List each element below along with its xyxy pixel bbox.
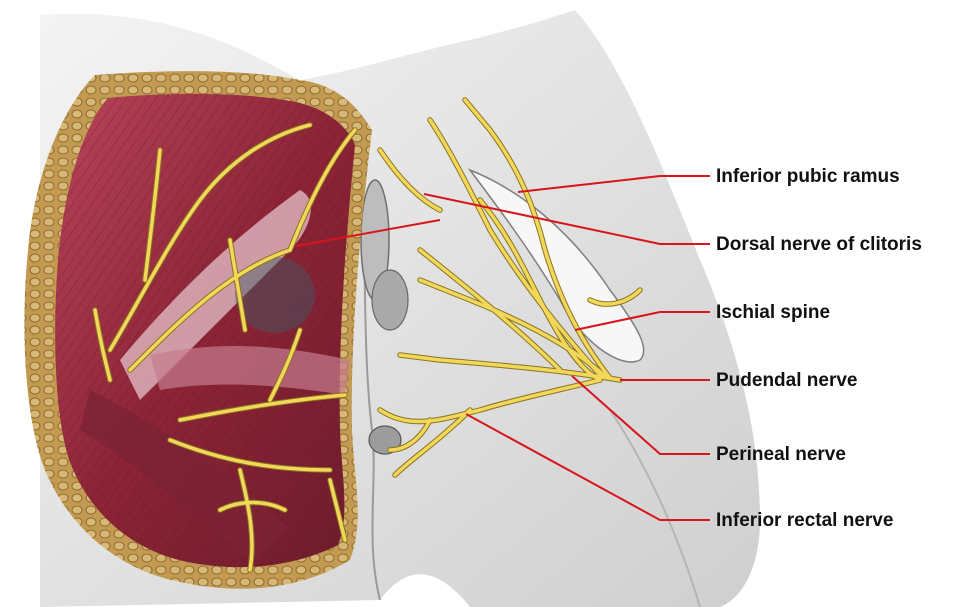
label-pudendal-nerve: Pudendal nerve — [716, 371, 858, 390]
label-ischial-spine: Ischial spine — [716, 303, 830, 322]
label-inferior-pubic-ramus: Inferior pubic ramus — [716, 167, 900, 186]
label-dorsal-nerve-of-clitoris: Dorsal nerve of clitoris — [716, 235, 922, 254]
label-perineal-nerve: Perineal nerve — [716, 445, 846, 464]
label-inferior-rectal-nerve: Inferior rectal nerve — [716, 511, 893, 530]
